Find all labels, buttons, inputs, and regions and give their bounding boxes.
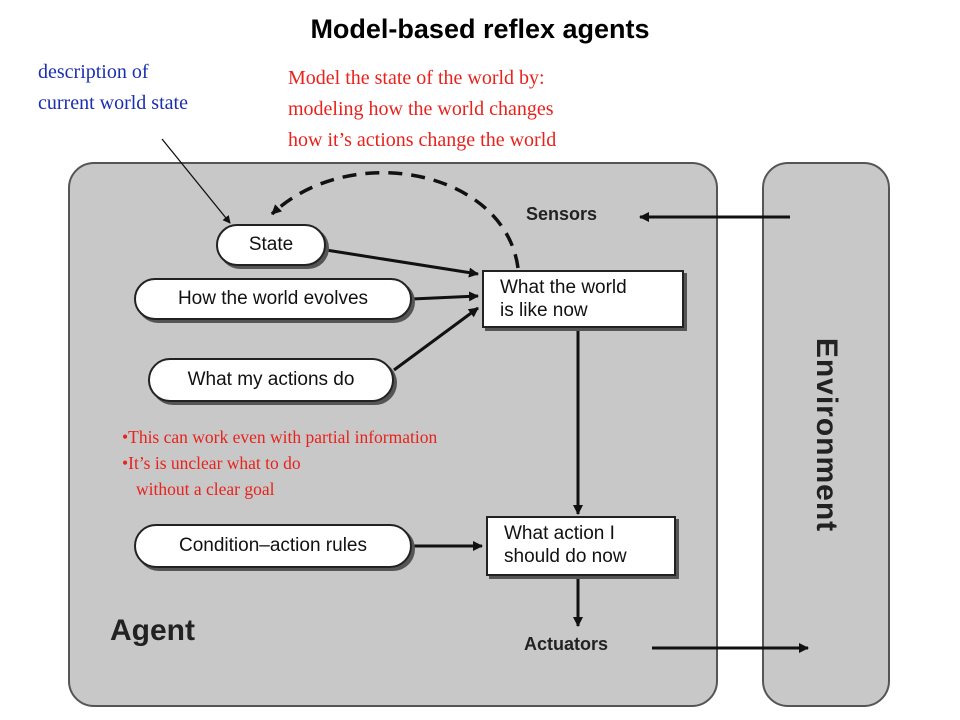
world-now-line-2: is like now xyxy=(500,300,588,321)
world-evolves-node: How the world evolves xyxy=(134,278,412,320)
model-description-line-2: modeling how the world changes xyxy=(288,98,554,120)
model-description-note: Model the state of the world by: modelin… xyxy=(288,63,556,156)
condition-action-rules-node: Condition–action rules xyxy=(134,524,412,568)
agent-label: Agent xyxy=(110,614,195,647)
condition-action-rules-node-label: Condition–action rules xyxy=(178,535,367,556)
world-to-state-feedback-arrow xyxy=(270,171,520,269)
evolves-to-world-arrow xyxy=(411,291,479,302)
bullet-unclear-action: •It’s is unclear what to do xyxy=(122,453,301,473)
actions-do-node-label: What my actions do xyxy=(187,369,355,390)
actions-do-node: What my actions do xyxy=(148,358,394,402)
annotation-pointer-arrow xyxy=(161,138,231,224)
actuators-label: Actuators xyxy=(524,634,609,654)
state-description-line-1: description of xyxy=(38,61,149,83)
model-description-line-3: how it’s actions change the world xyxy=(288,129,557,151)
sensors-label: Sensors xyxy=(526,204,598,224)
state-node: State xyxy=(216,224,326,266)
agent-container xyxy=(68,162,718,707)
state-to-world-arrow xyxy=(325,248,479,278)
actions-to-world-arrow xyxy=(393,306,479,372)
bullet-unclear-action-continued: without a clear goal xyxy=(136,479,275,499)
page-title: Model-based reflex agents xyxy=(310,14,650,44)
action-now-box: What action I should do now xyxy=(486,516,676,576)
action-now-line-1: What action I xyxy=(504,523,615,544)
bullet-partial-information: •This can work even with partial informa… xyxy=(122,427,438,447)
world-now-line-1: What the world xyxy=(500,277,627,298)
state-description-line-2: current world state xyxy=(38,92,188,114)
model-description-line-1: Model the state of the world by: xyxy=(288,67,545,89)
bullet-notes: •This can work even with partial informa… xyxy=(122,424,437,502)
state-node-label: State xyxy=(248,234,294,255)
world-now-box: What the world is like now xyxy=(482,270,684,328)
action-now-line-2: should do now xyxy=(504,546,627,567)
state-description-note: description of current world state xyxy=(38,57,188,119)
world-evolves-node-label: How the world evolves xyxy=(177,288,369,309)
environment-container xyxy=(762,162,890,707)
